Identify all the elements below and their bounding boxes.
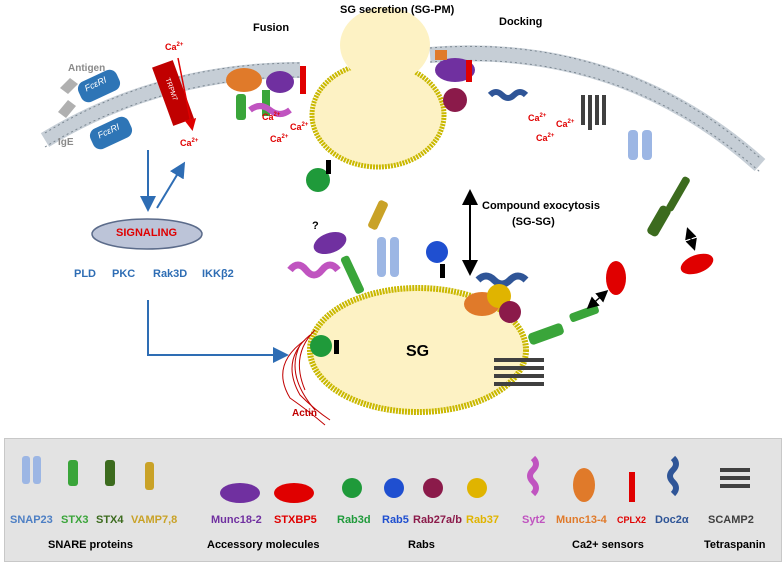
calcium-text: Ca	[165, 42, 177, 52]
signaling-item-rak3d: Rak3D	[153, 268, 188, 280]
legend-label-rab5: Rab5	[382, 514, 409, 526]
signaling-title: SIGNALING	[116, 227, 178, 239]
syt2-sg	[287, 261, 341, 279]
calcium-text: Ca	[270, 134, 282, 144]
legend-label-doc2a: Doc2α	[655, 514, 689, 526]
legend-group-ca-sensors: Ca2+ sensors	[572, 539, 644, 551]
calcium-label-6: Ca2+	[528, 113, 546, 123]
question-mark: ?	[312, 220, 319, 232]
calcium-label-3: Ca2+	[262, 112, 280, 122]
stx3-right	[528, 304, 599, 345]
fceri-receptor-2	[89, 116, 133, 150]
stx4-top	[647, 176, 690, 237]
antigen-label: Antigen	[68, 63, 106, 74]
sg-granule	[307, 285, 529, 415]
docking-complex	[435, 50, 529, 112]
calcium-label-2: Ca2+	[180, 138, 198, 148]
calcium-charge: 2+	[273, 112, 281, 118]
legend-label-rab37: Rab37	[466, 514, 500, 526]
signaling-item-pld: PLD	[74, 268, 96, 280]
legend-group-tetraspanin: Tetraspanin	[704, 539, 766, 551]
legend-label-munc13-4: Munc13-4	[556, 514, 607, 526]
legend-label-vamp78: VAMP7,8	[131, 514, 178, 526]
sg-secretion-title: SG secretion (SG-PM)	[340, 4, 455, 16]
stxbp5-top	[680, 253, 714, 275]
antigen-icon	[58, 78, 78, 118]
legend-group-accessory: Accessory molecules	[207, 539, 320, 551]
signaling-arrow-up	[156, 161, 186, 209]
calcium-label-1: Ca2+	[165, 42, 183, 52]
calcium-text: Ca	[528, 113, 540, 123]
rab-cluster-sg	[464, 284, 521, 323]
snap23-sg	[377, 237, 399, 277]
trpm7-channel	[152, 60, 194, 126]
legend-label-scamp2: SCAMP2	[708, 514, 754, 526]
fusion-label: Fusion	[253, 22, 290, 34]
calcium-label-7: Ca2+	[556, 119, 574, 129]
fusing-granule	[309, 7, 447, 170]
doc2-sg	[475, 272, 529, 288]
actin-label: Actin	[292, 408, 317, 419]
calcium-charge: 2+	[281, 134, 289, 140]
munc18-sg	[313, 231, 347, 255]
calcium-label-5: Ca2+	[270, 134, 288, 144]
calcium-text: Ca	[536, 133, 548, 143]
scamp2-top	[581, 95, 606, 130]
legend-label-rab27ab: Rab27a/b	[413, 514, 462, 526]
legend-label-cplx2: CPLX2	[617, 515, 647, 525]
stx4-stxbp5-arrow	[685, 227, 697, 251]
signaling-to-sg-arrow	[147, 300, 289, 363]
signaling-item-pkc: PKC	[112, 268, 136, 280]
legend-label-stx4: STX4	[96, 514, 124, 526]
calcium-charge: 2+	[191, 138, 199, 144]
legend-group-rabs: Rabs	[408, 539, 435, 551]
ige-label: IgE	[58, 137, 74, 148]
stxbp5-sg	[606, 261, 626, 295]
calcium-label-4: Ca2+	[290, 122, 308, 132]
calcium-influx-arrow	[177, 57, 197, 131]
legend-label-stx3: STX3	[61, 514, 89, 526]
calcium-text: Ca	[180, 138, 192, 148]
fceri-receptor-1	[77, 69, 121, 103]
legend-label-rab3d: Rab3d	[337, 514, 371, 526]
legend-label-snap23: SNAP23	[10, 514, 53, 526]
sg-label: SG	[406, 343, 430, 360]
calcium-text: Ca	[556, 119, 568, 129]
legend-panel	[4, 438, 782, 562]
legend-label-stxbp5: STXBP5	[274, 514, 317, 526]
stx3-sg	[340, 255, 364, 294]
docking-label: Docking	[499, 16, 543, 28]
calcium-charge: 2+	[539, 113, 547, 119]
calcium-charge: 2+	[567, 119, 575, 125]
rab3d-sg	[310, 335, 339, 357]
calcium-charge: 2+	[547, 133, 555, 139]
signaling-node	[91, 218, 203, 250]
scamp2-sg	[494, 358, 544, 386]
legend-label-syt2: Syt2	[522, 514, 546, 526]
calcium-text: Ca	[262, 112, 274, 122]
calcium-text: Ca	[290, 122, 302, 132]
rab5-sg	[426, 241, 448, 278]
actin-filaments	[282, 329, 331, 426]
signaling-item-ikkb2: IKKβ2	[202, 268, 234, 280]
stx3-stxbp5-arrow	[586, 290, 609, 309]
compound-exocytosis-sublabel: (SG-SG)	[512, 216, 555, 228]
snap23-top	[628, 130, 652, 160]
rab3d-top	[306, 160, 331, 192]
legend-group-snare: SNARE proteins	[48, 539, 133, 551]
calcium-charge: 2+	[301, 122, 309, 128]
calcium-label-8: Ca2+	[536, 133, 554, 143]
fusion-complex	[226, 66, 306, 120]
calcium-charge: 2+	[176, 42, 184, 48]
compound-exocytosis-label: Compound exocytosis	[482, 200, 600, 212]
vamp-top	[368, 200, 388, 230]
legend-label-munc18-2: Munc18-2	[211, 514, 262, 526]
